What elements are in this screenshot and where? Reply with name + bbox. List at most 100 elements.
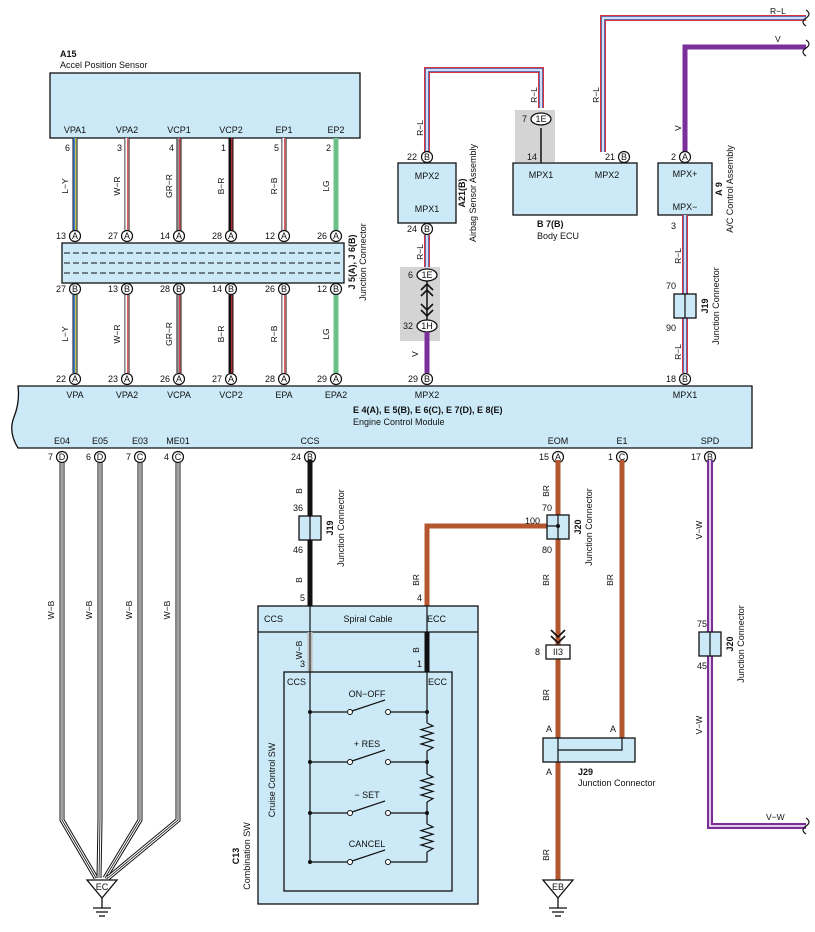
pin-number: 12: [317, 284, 327, 294]
wire-vw-j20: V−W: [694, 716, 704, 735]
switch-label-4: CANCEL: [349, 839, 386, 849]
pin-connector-letter: B: [333, 284, 339, 294]
wire-br-j20-ii3: BR: [541, 574, 551, 586]
c13-n4: 4: [417, 593, 422, 603]
svg-text:B: B: [424, 152, 430, 162]
a15-pin-num: 6: [65, 143, 70, 153]
c13-n5: 5: [300, 593, 305, 603]
a15-pin-ep2: EP2: [327, 125, 344, 135]
wire-label-vcpa-lower: GR−R: [164, 322, 174, 346]
c13-ecc-top: ECC: [427, 614, 447, 624]
wire-wb-c13: W−B: [294, 640, 304, 659]
pin-number: 7: [126, 452, 131, 462]
ecm-pin-vcp2: VCP2: [219, 390, 243, 400]
j19a-id: J19: [700, 298, 710, 313]
wire-label-vpa-lower: L−Y: [60, 326, 70, 342]
pin-connector-letter: A: [176, 231, 182, 241]
wire-br-eb: BR: [541, 849, 551, 861]
pin-connector-letter: A: [555, 452, 561, 462]
ecm-name: Engine Control Module: [353, 417, 445, 427]
pin-number: 6: [86, 452, 91, 462]
rl-wire-top: [600, 15, 806, 152]
c13-id: C13: [231, 848, 241, 865]
wire-rl-b7-mpx1: R−L: [529, 87, 539, 103]
ecm-pin-e1: E1: [616, 436, 627, 446]
wire-label-vpa-upper: L−Y: [60, 178, 70, 194]
j20a-name: Junction Connector: [584, 488, 594, 566]
switch-label-1: ON−OFF: [349, 689, 386, 699]
pin-number: 27: [56, 284, 66, 294]
svg-text:B: B: [424, 224, 430, 234]
c13-ccs-top: CCS: [264, 614, 283, 624]
wire-label-vpa2-lower: W−R: [112, 324, 122, 343]
vw-wire-spd: [707, 460, 806, 829]
inline-1e-a21: [416, 268, 438, 282]
a15-pin-vpa2: VPA2: [116, 125, 138, 135]
ecm-bottom-pins: E04D7E05D6E03C7ME01C4CCSB24EOMA15E1C1SPD…: [48, 436, 720, 464]
j29-pc: A: [546, 767, 552, 777]
pin-connector-letter: C: [175, 452, 182, 462]
c13-name: Combination SW: [242, 822, 252, 890]
ecm-pin-vcpa: VCPA: [167, 390, 191, 400]
j20a-p1: 70: [542, 503, 552, 513]
a9-num1: 2: [671, 152, 676, 162]
wire-label-epa-upper: R−B: [269, 177, 279, 194]
pin-connector-letter: A: [281, 231, 287, 241]
pin-number: 26: [317, 231, 327, 241]
pin-connector-letter: A: [176, 374, 182, 384]
ecm-pin-vpa: VPA: [66, 390, 83, 400]
inline-a21-bottom-num: 32: [403, 321, 413, 331]
pin-connector-letter: A: [333, 231, 339, 241]
c13-ecc-inner: ECC: [428, 677, 448, 687]
a15-pin-num: 1: [221, 143, 226, 153]
a21-pin-mpx1: MPX1: [415, 204, 440, 214]
pin-connector-letter: A: [124, 374, 130, 384]
a9-pin-mpx-plus: MPX+: [673, 169, 698, 179]
b7-name: Body ECU: [537, 231, 579, 241]
a9-name: A/C Control Assembly: [725, 145, 735, 233]
ground-ec-label: EC: [96, 882, 109, 892]
wire-label-wb: W−B: [162, 600, 172, 619]
a9-num2: 3: [671, 221, 676, 231]
b7-num2: 21: [605, 152, 615, 162]
j19b-p1: 36: [293, 503, 303, 513]
pin-connector-letter: C: [137, 452, 144, 462]
a15-pin-vcp1: VCP1: [167, 125, 191, 135]
pin-connector-letter: A: [72, 374, 78, 384]
inline-a21-top-label: 1E: [421, 270, 432, 280]
ecm-pin-mpx1: MPX1: [673, 390, 698, 400]
pin-connector-letter: A: [333, 374, 339, 384]
ii3-num: 8: [535, 647, 540, 657]
j20a-id: J20: [573, 519, 583, 534]
pin-number: 12: [265, 231, 275, 241]
wire-br-ii3-j29: BR: [541, 689, 551, 701]
a21-id: A21(B): [457, 178, 467, 207]
j5-j6-id: J 5(A), J 6(B): [347, 234, 357, 289]
wire-label-epa-lower: R−B: [269, 325, 279, 342]
ecm-pin-eom: EOM: [548, 436, 569, 446]
b7-pin-mpx1: MPX1: [529, 170, 554, 180]
a15-id: A15: [60, 49, 77, 59]
ecm-pin-epa2: EPA2: [325, 390, 347, 400]
j20b-id: J20: [725, 636, 735, 651]
j19b-id: J19: [325, 520, 335, 535]
inline-a21-bottom-label: 1H: [421, 321, 433, 331]
j5-j6-name: Junction Connector: [358, 223, 368, 301]
ecm-pin-e04: E04: [54, 436, 70, 446]
pin-number: 26: [160, 374, 170, 384]
j29-pa: A: [546, 724, 552, 734]
cruise-control-sw-label: Cruise Control SW: [267, 742, 277, 817]
br-wire-c13: [424, 523, 558, 606]
a21-name: Airbag Sensor Assembly: [468, 143, 478, 242]
a21-pin-mpx2: MPX2: [415, 171, 440, 181]
pin-number: 17: [691, 452, 701, 462]
pin-number: 28: [212, 231, 222, 241]
a21-box: [397, 162, 457, 224]
pin-number: 22: [56, 374, 66, 384]
pin-number: 23: [108, 374, 118, 384]
offpage-v-label: V: [775, 34, 781, 44]
c13-spiral-cable: Spiral Cable: [343, 614, 392, 624]
